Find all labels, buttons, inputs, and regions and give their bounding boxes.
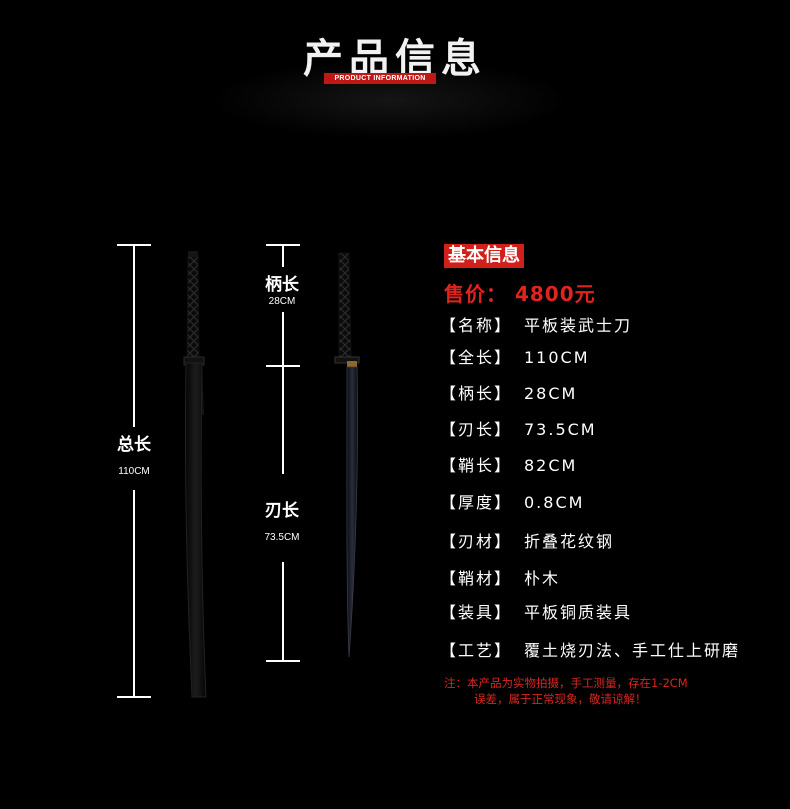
spec-row-craft: 【工艺】覆土烧刃法、手工仕上研磨 xyxy=(440,637,740,661)
total-line-upper xyxy=(133,245,135,427)
total-line-lower xyxy=(133,490,135,697)
spec-key: 【刃长】 xyxy=(440,420,513,439)
handle-length-label: 柄长 xyxy=(265,275,299,295)
spec-key: 【鞘材】 xyxy=(440,569,513,588)
handle-line-lower xyxy=(282,312,284,366)
note-line-1: 注：本产品为实物拍摄，手工测量，存在1-2CM xyxy=(444,676,688,690)
blade-line-lower xyxy=(282,562,284,661)
blade-line-upper xyxy=(282,366,284,474)
handle-length-value: 28CM xyxy=(268,296,296,307)
spec-value: 0.8CM xyxy=(524,493,585,512)
measurement-note: 注：本产品为实物拍摄，手工测量，存在1-2CM 误差，属于正常现象，敬请谅解！ xyxy=(444,675,688,707)
spec-value: 平板铜质装具 xyxy=(524,603,633,622)
handle-line-upper xyxy=(282,245,284,267)
sheathed-sword-image xyxy=(183,251,207,698)
spec-row-blade-material: 【刃材】折叠花纹钢 xyxy=(440,528,614,552)
total-length-label: 总长 xyxy=(117,435,151,455)
spec-row-thickness: 【厚度】 0.8CM xyxy=(440,489,584,513)
price-text: 售价： 4800元 xyxy=(444,282,596,306)
spec-key: 【工艺】 xyxy=(440,641,513,660)
spec-row-name: 【名称】平板装武士刀 xyxy=(440,312,632,336)
spec-value: 平板装武士刀 xyxy=(524,316,633,335)
total-bottom-tick xyxy=(117,696,151,698)
spec-value: 覆土烧刃法、手工仕上研磨 xyxy=(524,641,741,660)
spec-key: 【柄长】 xyxy=(440,384,513,403)
note-line-2: 误差，属于正常现象，敬请谅解！ xyxy=(474,692,647,706)
spec-row-blade-length: 【刃长】 73.5CM xyxy=(440,416,597,440)
spec-row-total-length: 【全长】 110CM xyxy=(440,344,590,368)
spec-row-sheath-length: 【鞘长】 82CM xyxy=(440,452,577,476)
spec-value: 朴木 xyxy=(524,569,561,588)
spec-key: 【装具】 xyxy=(440,603,513,622)
info-section-header: 基本信息 xyxy=(444,244,524,268)
spec-value: 73.5CM xyxy=(524,420,597,439)
bare-blade-image xyxy=(334,252,360,658)
spec-value: 28CM xyxy=(524,384,578,403)
page-subtitle: PRODUCT INFORMATION xyxy=(324,73,436,84)
spec-row-fittings: 【装具】平板铜质装具 xyxy=(440,599,632,623)
spec-row-sheath-material: 【鞘材】朴木 xyxy=(440,565,560,589)
blade-bottom-tick xyxy=(266,660,300,662)
spec-key: 【鞘长】 xyxy=(440,456,513,475)
spec-value: 82CM xyxy=(524,456,578,475)
spec-key: 【刃材】 xyxy=(440,532,513,551)
spec-value: 110CM xyxy=(524,348,590,367)
blade-length-label: 刃长 xyxy=(265,501,299,521)
total-length-value: 110CM xyxy=(118,466,150,477)
spec-key: 【名称】 xyxy=(440,316,513,335)
spec-row-handle-length: 【柄长】 28CM xyxy=(440,380,577,404)
blade-length-value: 73.5CM xyxy=(264,532,300,543)
spec-value: 折叠花纹钢 xyxy=(524,532,615,551)
spec-key: 【全长】 xyxy=(440,348,513,367)
spec-key: 【厚度】 xyxy=(440,493,513,512)
